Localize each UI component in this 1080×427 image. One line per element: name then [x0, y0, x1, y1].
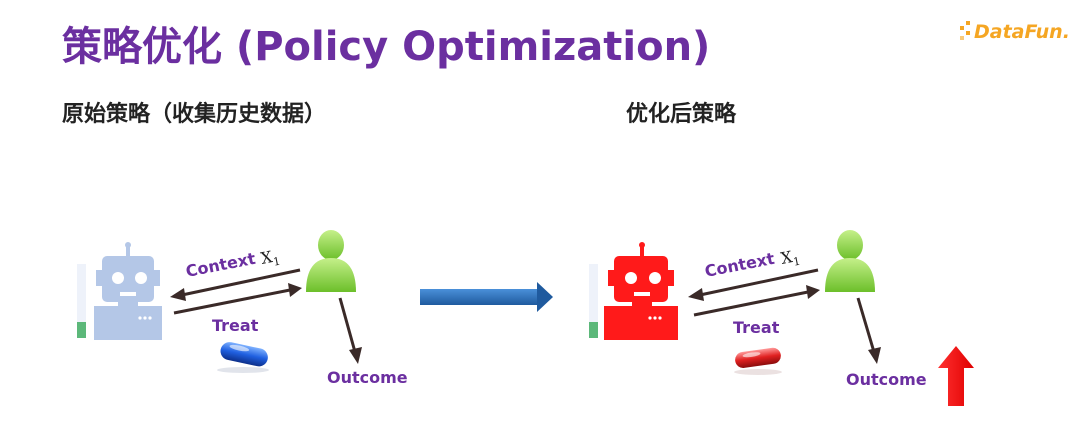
treat-arrow-to-user [693, 290, 809, 317]
up-arrow-icon [938, 346, 974, 406]
treat-label: Treat [212, 316, 259, 335]
user-icon [825, 230, 875, 292]
outcome-arrow-right [868, 347, 881, 364]
context-label: Context [703, 249, 776, 281]
datafun-logo: DataFun. [960, 21, 1070, 43]
left-panel: Context X1 Treat Outcome [77, 230, 408, 387]
robot-icon [604, 242, 678, 340]
context-variable: X1 [779, 246, 801, 271]
treat-arrow-to-user [173, 288, 291, 315]
red-pill-icon [735, 347, 781, 368]
context-variable: X1 [259, 246, 281, 271]
panel-heading-original: 原始策略（收集历史数据） [62, 102, 327, 127]
blue-pill-icon [220, 342, 268, 367]
context-label: Context [184, 249, 257, 281]
page-title: 策略优化 (Policy Optimization) [62, 24, 711, 70]
robot-progress-fill [77, 322, 86, 338]
context-arrow-to-robot [699, 268, 819, 297]
outcome-arrow-left [349, 347, 362, 364]
panel-heading-optimized: 优化后策略 [626, 102, 737, 127]
outcome-label: Outcome [846, 370, 927, 389]
robot-progress-fill [589, 322, 598, 338]
robot-progress-track [77, 264, 86, 338]
treat-label: Treat [733, 318, 780, 337]
context-arrow-to-robot [181, 268, 301, 297]
user-icon [306, 230, 356, 292]
logo-text: DataFun. [974, 21, 1070, 43]
robot-icon [94, 242, 162, 340]
right-panel: Context X1 Treat Outcome [589, 230, 974, 406]
transition-arrow-icon [420, 282, 553, 312]
outcome-label: Outcome [327, 368, 408, 387]
robot-progress-track [589, 264, 598, 338]
